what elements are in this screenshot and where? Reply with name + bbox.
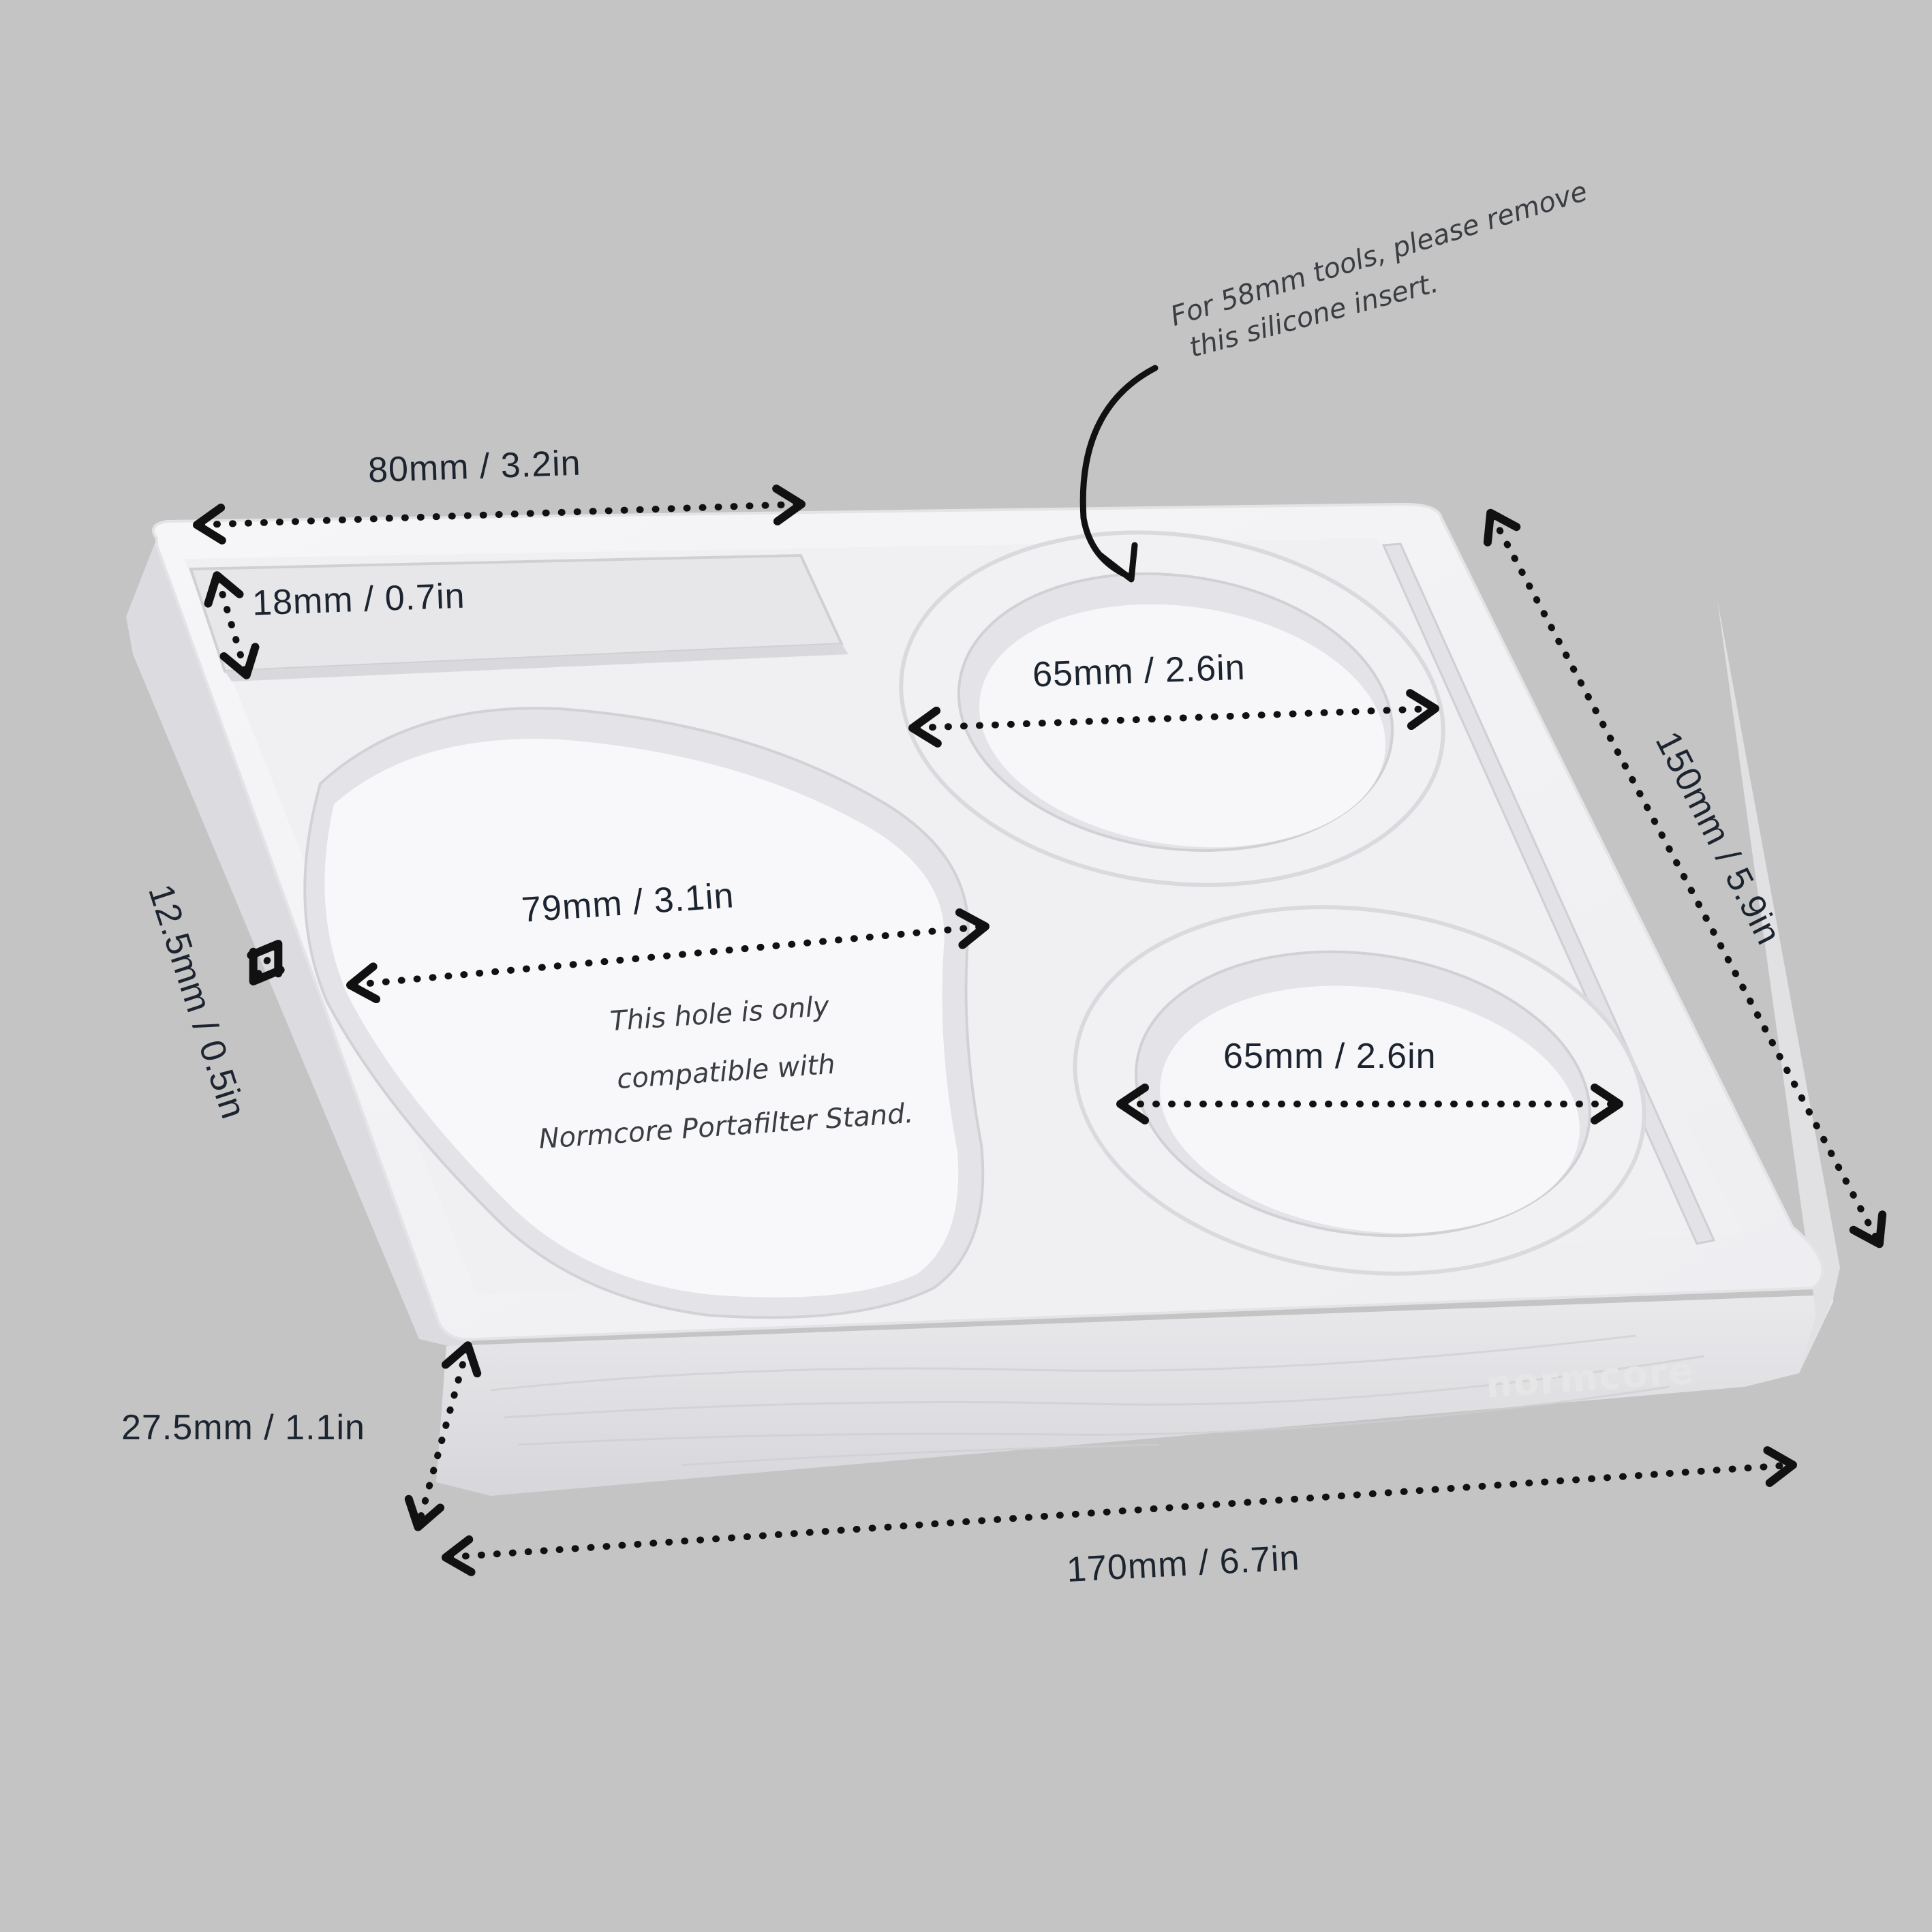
tray-front-face: [436, 1295, 1833, 1496]
tray: [126, 502, 1840, 1496]
arrow-170mm: [442, 1446, 1797, 1576]
label-ring-bottom: 65mm / 2.6in: [1223, 1037, 1437, 1076]
label-slot-depth: 18mm / 0.7in: [251, 576, 466, 624]
arrow-27mm: [404, 1341, 482, 1531]
label-top-slot-width: 80mm / 3.2in: [367, 443, 582, 491]
dimension-arrows: [193, 485, 1887, 1576]
insert-pointer-arrow: [1079, 365, 1159, 583]
arrow-80mm: [193, 485, 806, 545]
label-total-height: 27.5mm / 1.1in: [121, 1408, 365, 1447]
pear-hole-floor: [324, 739, 959, 1298]
label-ring-top: 65mm / 2.6in: [1032, 647, 1246, 695]
arrow-150mm: [1483, 508, 1887, 1248]
arrow-12mm: [247, 940, 285, 985]
arrow-18mm: [204, 571, 260, 679]
arrow-79mm: [346, 908, 990, 1004]
